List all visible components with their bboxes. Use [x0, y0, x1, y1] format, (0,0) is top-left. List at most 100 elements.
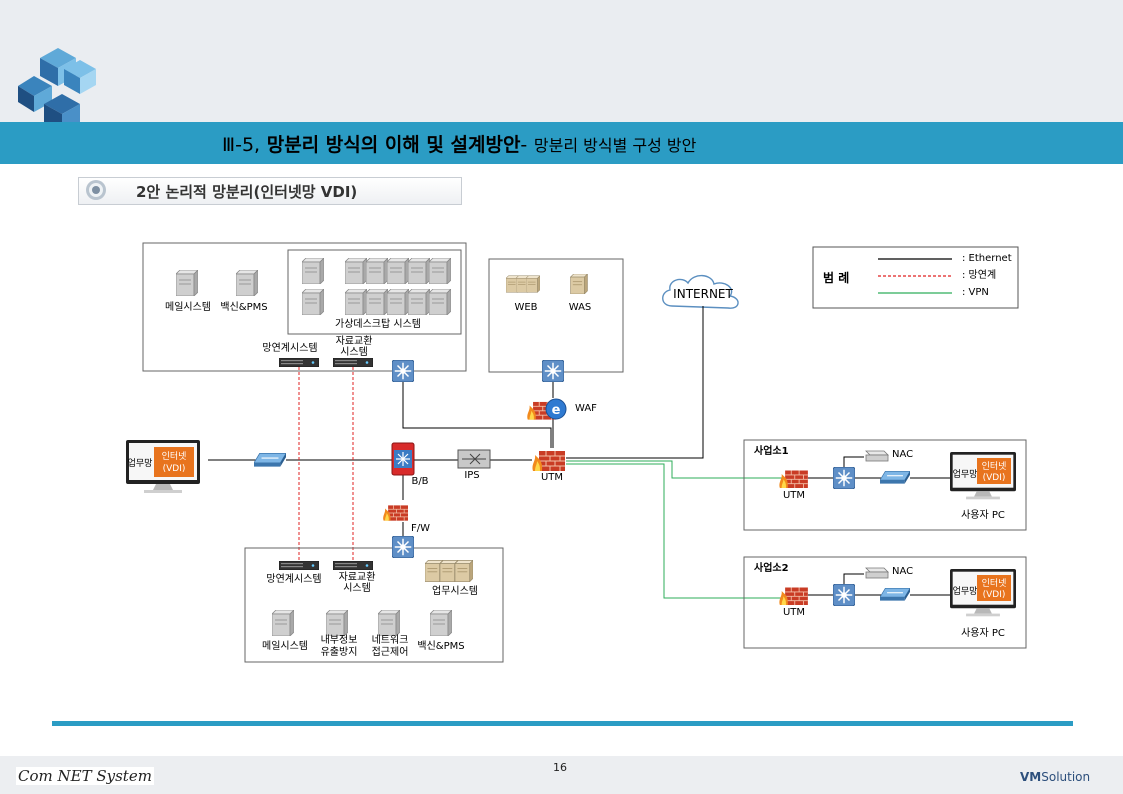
branch-name: 사업소1 [754, 444, 789, 457]
branch-pc-internet-label-2: (VDI) [983, 590, 1006, 600]
branch-utm-label: UTM [783, 490, 805, 501]
pc-work-label: 업무망 [128, 458, 153, 469]
branch-pc-internet-badge [977, 575, 1011, 601]
vdi-server-icon [429, 258, 451, 284]
branch-utm-icon [779, 587, 808, 605]
exchange-rack-icon-internal [333, 561, 373, 570]
nac-label-1: 네트워크 [372, 633, 409, 646]
network-link-dashed [298, 367, 354, 561]
internet-label: INTERNET [673, 287, 733, 301]
company-logo: Com NET System [16, 767, 154, 785]
vdi-server-icon [429, 289, 451, 315]
brand-mark: VM [1020, 770, 1042, 784]
mail-system-label-internal: 메일시스템 [262, 640, 308, 652]
vdi-server-icon [302, 289, 324, 315]
antivirus-label: 백신&PMS [220, 301, 267, 313]
link-system-label-top: 망연계시스템 [262, 342, 317, 354]
footer-band [0, 756, 1123, 794]
waf-icon: e [526, 398, 567, 420]
antivirus-label-internal: 백신&PMS [417, 640, 464, 652]
biz-system-label: 업무시스템 [432, 584, 478, 597]
branch-pc-internet-label-1: 인터넷 [982, 578, 1007, 589]
vdi-server-icon [408, 258, 430, 284]
page-number: 16 [553, 761, 567, 774]
waf-label: WAF [575, 403, 597, 414]
vdi-server-icon [302, 258, 324, 284]
bottom-divider [52, 721, 1073, 726]
internet-zone-box [142, 242, 467, 372]
mail-server-icon-internal [272, 610, 294, 636]
vdi-server-icon [408, 289, 430, 315]
pc-internet-label-2: (VDI) [163, 464, 186, 474]
utm-label: UTM [541, 472, 563, 483]
ethernet-links [208, 306, 952, 596]
branch-nac-appliance-icon [865, 450, 889, 462]
legend-title: 범 례 [823, 270, 849, 285]
internet-core-switch-icon [392, 360, 414, 382]
brand-logo: VMSolution [1020, 770, 1090, 784]
branch-switch-icon [833, 584, 855, 606]
vdi-server-icon [345, 289, 367, 315]
branch-pc-work-label: 업무망 [953, 586, 978, 597]
section-subtitle: 2안 논리적 망분리(인터넷망 VDI) [136, 183, 358, 201]
fw-label: F/W [411, 523, 430, 534]
bb-label: B/B [411, 476, 428, 487]
branch-nac-label: NAC [892, 449, 913, 460]
link-rack-icon [279, 358, 319, 367]
branch-name: 사업소2 [754, 561, 789, 574]
vdi-server-icon [366, 289, 388, 315]
vdi-server-icon [387, 289, 409, 315]
mail-system-label: 메일시스템 [165, 301, 211, 313]
branch-pc-internet-label-2: (VDI) [983, 473, 1006, 483]
was-server-icon [570, 274, 588, 294]
vpn-links [566, 460, 782, 599]
link-system-label-bottom: 망연계시스템 [266, 573, 321, 585]
biz-server-icon [455, 560, 473, 582]
dlp-server-icon [326, 610, 348, 636]
cube-logo-icon [18, 48, 96, 132]
branch-nac-appliance-icon [865, 567, 889, 579]
internal-core-switch-icon [392, 536, 414, 558]
branch-box [743, 439, 1027, 531]
backbone-switch-icon [391, 442, 415, 476]
section-subtitle-box [78, 177, 462, 205]
nac-server-icon [378, 610, 400, 636]
branch-utm-icon [779, 470, 808, 488]
title-bar [0, 122, 1123, 164]
vdi-group-box [287, 249, 462, 335]
antivirus-server-icon-internal [430, 610, 452, 636]
branch-pc-label: 사용자 PC [961, 627, 1005, 639]
fw-firewall-icon [382, 504, 408, 522]
exchange-system-label-bottom-1: 자료교환 [339, 571, 376, 583]
page-title: Ⅲ-5, 망분리 방식의 이해 및 설계방안- 망분리 방식별 구성 방안 [222, 134, 697, 156]
dlp-label-2: 유출방지 [321, 646, 358, 658]
legend-ethernet-label: : Ethernet [962, 253, 1012, 264]
pc-internet-label-1: 인터넷 [162, 451, 187, 462]
branch-pc-internet-label-1: 인터넷 [982, 461, 1007, 472]
antivirus-server-icon [236, 270, 258, 296]
vdi-server-icon [387, 258, 409, 284]
internal-zone-box [244, 547, 504, 663]
branch-hub-icon [880, 588, 910, 601]
header-band [0, 0, 1123, 122]
section-bullet-icon [86, 180, 106, 200]
branch-box [743, 556, 1027, 649]
vdi-server-icon [366, 258, 388, 284]
exchange-rack-icon [333, 358, 373, 367]
branch-pc-work-label: 업무망 [953, 469, 978, 480]
brand-rest: Solution [1041, 770, 1091, 784]
legend-box [812, 246, 1019, 309]
web-server-icon [526, 275, 540, 293]
branch-switch-icon [833, 467, 855, 489]
dlp-label-1: 내부정보 [321, 634, 358, 646]
legend-link-label: : 망연계 [962, 269, 996, 281]
web-label: WEB [514, 302, 537, 313]
pc-internet-badge [154, 447, 194, 477]
vdi-system-label: 가상데스크탑 시스템 [335, 318, 421, 330]
svg-text:e: e [552, 403, 561, 418]
branch-pc-internet-badge [977, 458, 1011, 484]
nac-label-2: 접근제어 [372, 646, 409, 658]
link-rack-icon-internal [279, 561, 319, 570]
internet-cloud-icon [662, 274, 739, 309]
branch-hub-icon [880, 471, 910, 484]
